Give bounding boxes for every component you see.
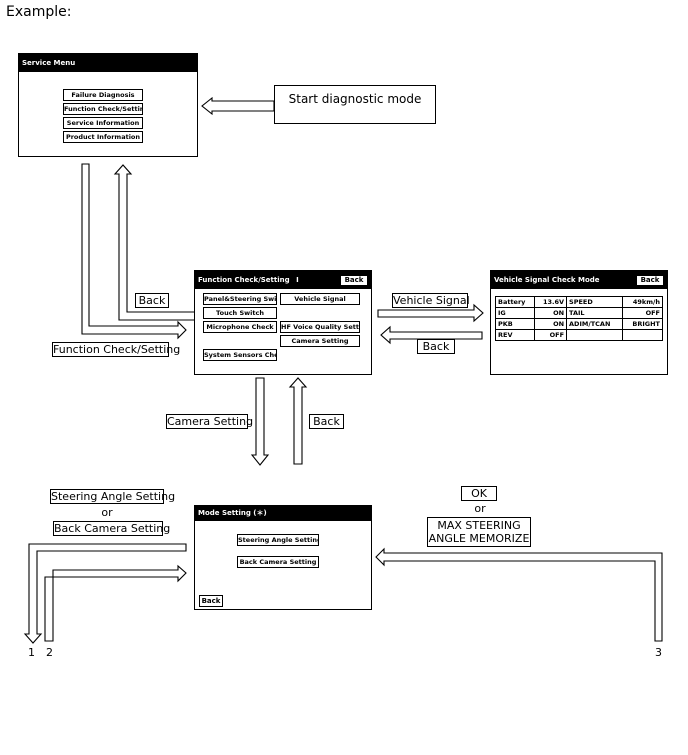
service-information-button[interactable]: Service Information [63, 117, 143, 129]
system-sensors-check-button[interactable]: System Sensors Check [203, 349, 277, 361]
table-row: REV OFF [494, 329, 663, 341]
product-information-button[interactable]: Product Information [63, 131, 143, 143]
signal-label: REV [494, 329, 536, 341]
steering-angle-setting-label: Steering Angle Setting [50, 489, 176, 504]
start-diagnostic-mode-label: Start diagnostic mode [274, 85, 436, 124]
camera-setting-label: Camera Setting [166, 414, 254, 429]
signal-value: ON [534, 307, 568, 319]
back-label-left: Back [135, 293, 169, 308]
signal-value [622, 329, 663, 341]
vehicle-signal-check-screen: Vehicle Signal Check Mode Back Battery 1… [490, 270, 668, 375]
mode-setting-back-button[interactable]: Back [199, 595, 223, 607]
page-marker: I [296, 276, 299, 284]
arrow-vehicle-signal-back [380, 325, 483, 345]
table-row: PKB ON ADIM/TCAN BRIGHT [494, 318, 663, 330]
signal-value: OFF [622, 307, 663, 319]
arrow-camera-back [288, 377, 308, 465]
arrow-from-output-3 [375, 547, 663, 642]
back-label-middle: Back [309, 414, 344, 429]
arrow-to-output-1 [23, 543, 187, 644]
terminal-number-2: 2 [46, 646, 53, 659]
function-check-title: Function Check/Setting [198, 276, 290, 284]
signal-label: IG [494, 307, 536, 319]
function-check-setting-button[interactable]: Function Check/Setting [63, 103, 143, 115]
table-row: Battery 13.6V SPEED 49km/h [494, 296, 663, 308]
microphone-check-button[interactable]: Microphone Check [203, 321, 277, 333]
terminal-number-3: 3 [655, 646, 662, 659]
function-check-setting-label: Function Check/Setting [52, 342, 181, 357]
signal-value: BRIGHT [622, 318, 663, 330]
signal-label: Battery [494, 296, 536, 308]
arrow-to-camera-setting [250, 377, 270, 466]
signal-label: PKB [494, 318, 536, 330]
service-menu-title: Service Menu [22, 59, 76, 67]
arrow-function-check-back-to-service [113, 164, 196, 321]
vehicle-signal-back-button[interactable]: Back [636, 275, 664, 286]
max-steering-line-2: ANGLE MEMORIZE [428, 532, 530, 545]
table-row: IG ON TAIL OFF [494, 307, 663, 319]
back-camera-setting-button[interactable]: Back Camera Setting [237, 556, 319, 568]
back-camera-setting-label: Back Camera Setting [53, 521, 171, 536]
signal-value: ON [534, 318, 568, 330]
hf-voice-quality-setting-button[interactable]: HF Voice Quality Setting [280, 321, 360, 333]
vehicle-signal-table: Battery 13.6V SPEED 49km/h IG ON TAIL OF… [494, 296, 663, 341]
mode-setting-title: Mode Setting (＊) [198, 509, 267, 517]
signal-label [566, 329, 624, 341]
signal-label: SPEED [566, 296, 624, 308]
camera-setting-button[interactable]: Camera Setting [280, 335, 360, 347]
terminal-number-1: 1 [28, 646, 35, 659]
max-steering-line-1: MAX STEERING [437, 519, 521, 532]
arrow-start-to-service-menu [201, 96, 275, 116]
arrow-from-output-2 [44, 564, 187, 642]
or-label-left: or [101, 506, 113, 519]
mode-setting-screen: Mode Setting (＊) Steering Angle Setting … [194, 505, 372, 610]
back-label-right: Back [417, 339, 455, 354]
signal-label: TAIL [566, 307, 624, 319]
arrow-to-vehicle-signal [377, 303, 484, 323]
vehicle-signal-button[interactable]: Vehicle Signal [280, 293, 360, 305]
max-steering-angle-memorize-label: MAX STEERING ANGLE MEMORIZE [427, 517, 531, 547]
failure-diagnosis-button[interactable]: Failure Diagnosis [63, 89, 143, 101]
example-heading: Example: [6, 4, 72, 20]
signal-label: ADIM/TCAN [566, 318, 624, 330]
ok-label: OK [461, 486, 497, 501]
function-check-back-button[interactable]: Back [340, 275, 368, 286]
panel-steering-switch-button[interactable]: Panel&Steering Switch [203, 293, 277, 305]
vehicle-signal-title: Vehicle Signal Check Mode [494, 276, 600, 284]
function-check-screen: Function Check/Setting I Back Panel&Stee… [194, 270, 372, 375]
or-label-right: or [474, 502, 486, 515]
touch-switch-button[interactable]: Touch Switch [203, 307, 277, 319]
signal-value: OFF [534, 329, 568, 341]
signal-value: 49km/h [622, 296, 663, 308]
service-menu-screen: Service Menu Failure Diagnosis Function … [18, 53, 198, 157]
signal-value: 13.6V [534, 296, 568, 308]
arrow-service-to-function-check [81, 163, 187, 340]
vehicle-signal-label: Vehicle Signal [392, 293, 470, 308]
steering-angle-setting-button[interactable]: Steering Angle Setting [237, 534, 319, 546]
